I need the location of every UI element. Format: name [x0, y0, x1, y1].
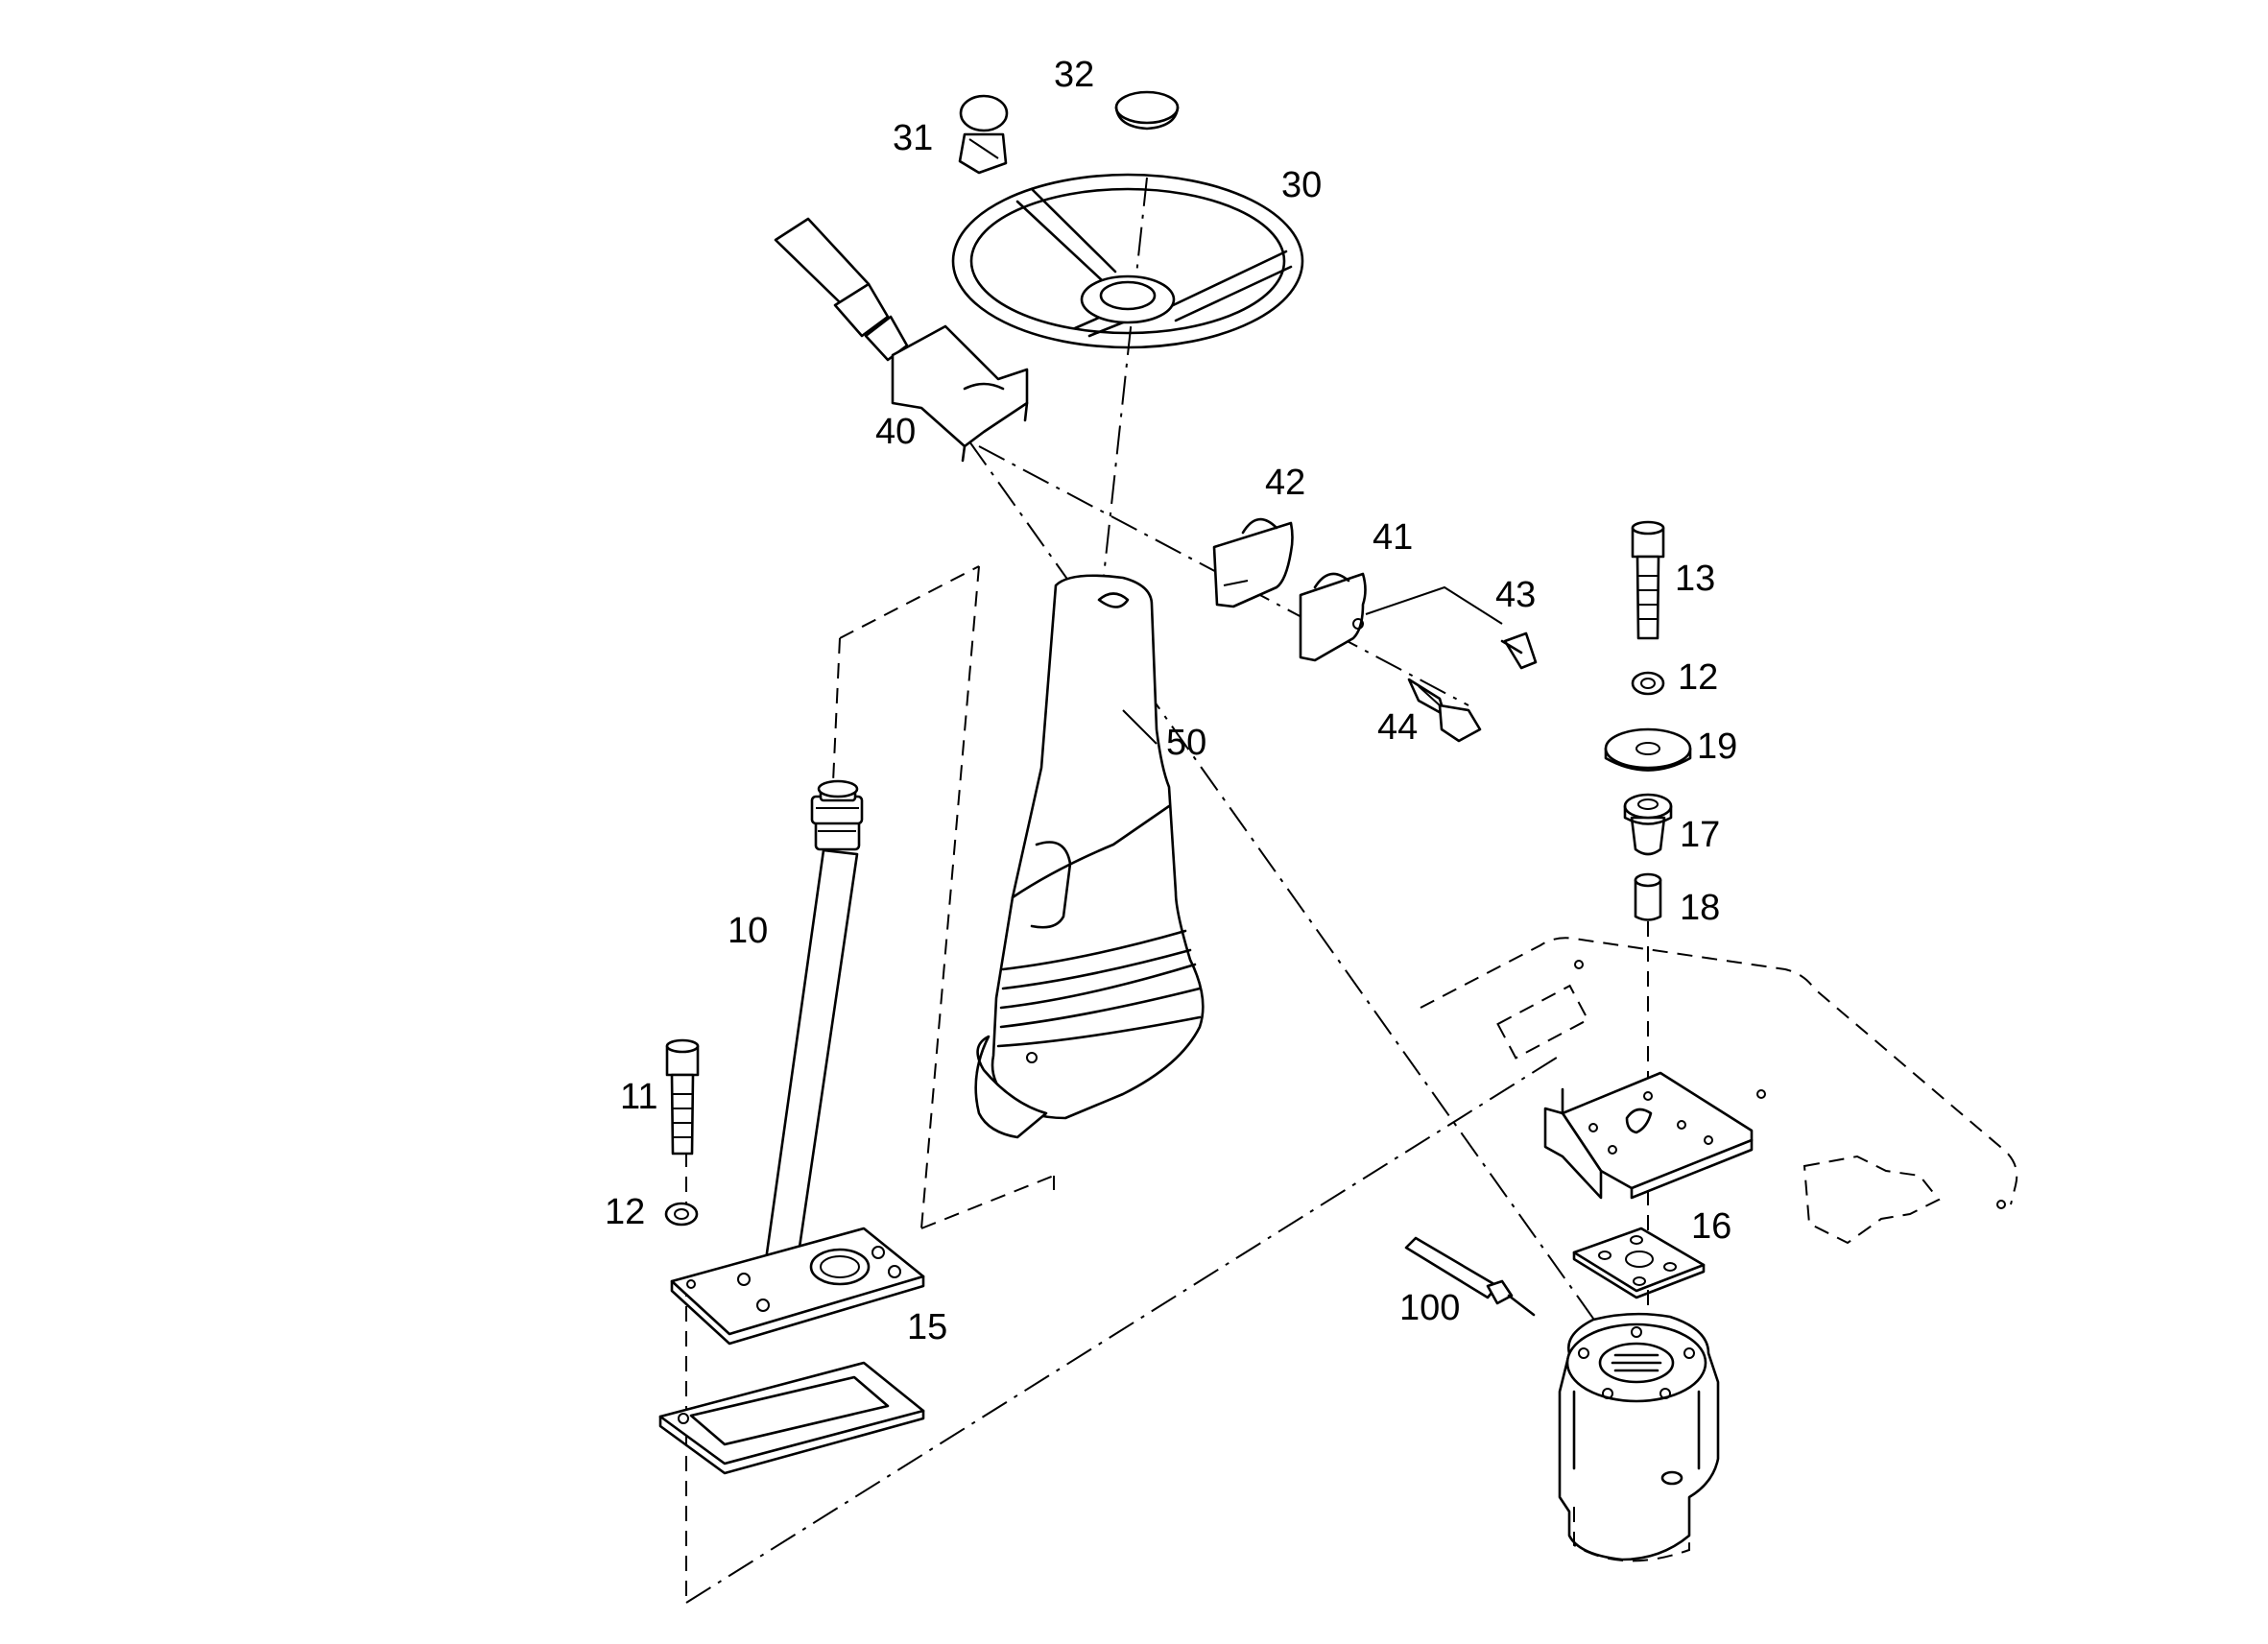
steering-column — [763, 779, 864, 1269]
steering-wheel — [951, 173, 1304, 349]
callout-16: 16 — [1691, 1206, 1731, 1247]
callout-17: 17 — [1680, 815, 1720, 855]
column-base-plate — [670, 1227, 925, 1346]
clamp-half-lower — [1299, 572, 1367, 662]
cab-floor-panel — [1420, 937, 2018, 1245]
washer-19 — [1604, 727, 1692, 772]
callout-11: 11 — [620, 1077, 657, 1117]
callout-30: 30 — [1281, 165, 1322, 205]
callout-13: 13 — [1675, 559, 1715, 599]
callout-12-left: 12 — [605, 1192, 645, 1232]
assembly-lines — [685, 177, 1649, 1604]
callout-40: 40 — [875, 412, 916, 452]
callout-100: 100 — [1399, 1288, 1460, 1328]
callout-12-right: 12 — [1678, 657, 1718, 698]
lever-switch — [774, 217, 1029, 463]
cap-screw-44 — [1407, 678, 1482, 743]
clamp-half-upper — [1212, 517, 1294, 608]
washer-12-left — [664, 1202, 699, 1227]
washer-12-right — [1631, 671, 1665, 696]
gasket — [658, 1361, 925, 1475]
callout-15: 15 — [907, 1307, 947, 1347]
steering-column-cover — [974, 574, 1205, 1139]
callout-44: 44 — [1377, 707, 1418, 748]
leader-lines — [1122, 709, 1158, 745]
callout-31: 31 — [893, 118, 933, 158]
bolt-11 — [665, 1038, 700, 1156]
small-screw — [1500, 631, 1538, 670]
mounting-bracket — [1543, 1071, 1754, 1200]
callout-19: 19 — [1697, 727, 1737, 767]
callout-41: 41 — [1373, 517, 1413, 558]
callout-43: 43 — [1495, 575, 1536, 615]
callout-10: 10 — [728, 911, 768, 951]
callout-42: 42 — [1265, 463, 1305, 503]
callout-labels: 10 11 12 13 12 19 17 18 16 15 30 31 32 4… — [605, 55, 1737, 1347]
steering-unit — [1558, 1312, 1720, 1562]
callout-18: 18 — [1680, 888, 1720, 928]
spinner-knob — [958, 94, 1009, 175]
horn-cap — [1114, 90, 1180, 131]
callout-50: 50 — [1166, 723, 1206, 763]
adapter-plate-16 — [1572, 1227, 1706, 1299]
bolt-13 — [1631, 520, 1665, 640]
sealant-tube — [1404, 1236, 1536, 1317]
sleeve-18 — [1634, 872, 1662, 921]
bushing-17 — [1623, 793, 1673, 856]
callout-32: 32 — [1054, 55, 1094, 95]
